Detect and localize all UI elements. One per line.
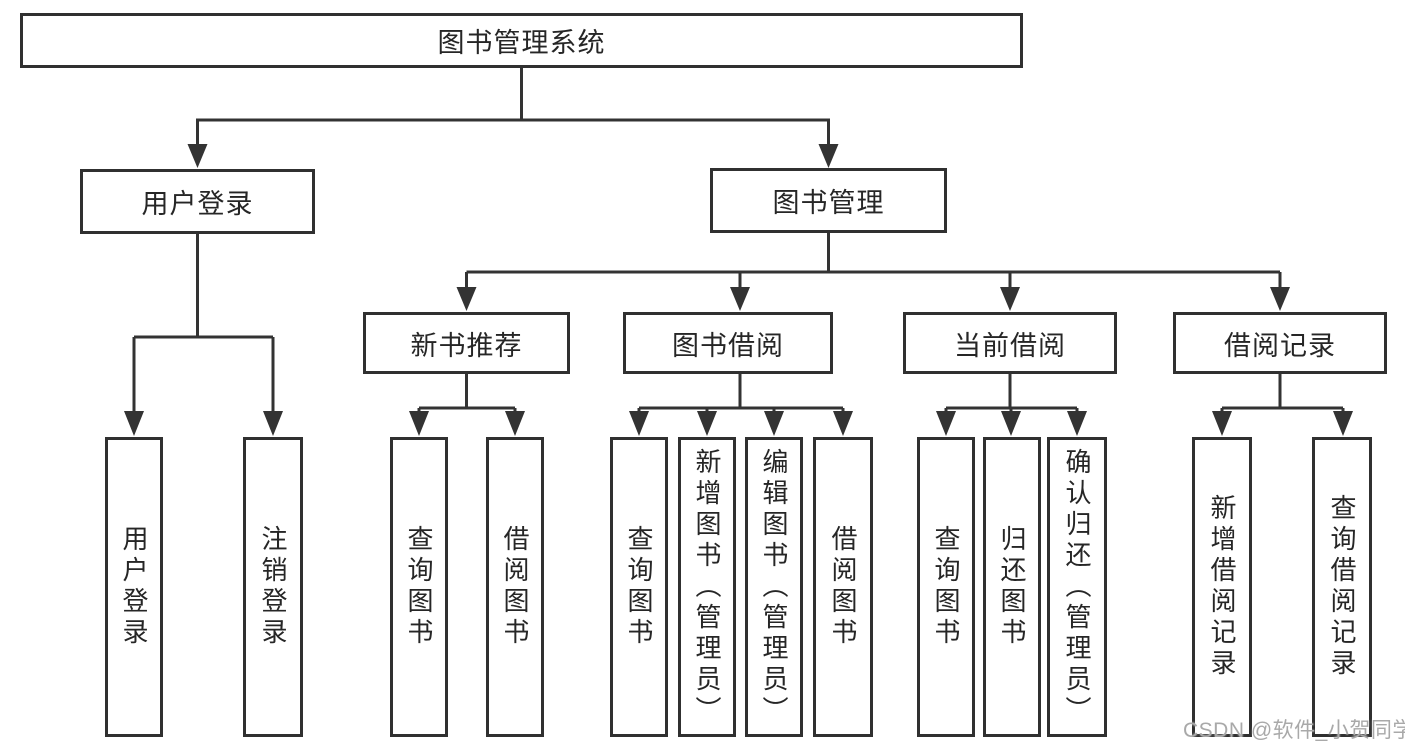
edges-user-login-branch bbox=[124, 234, 283, 436]
leaf-add-borrow-record: 新增借阅记录 bbox=[1192, 437, 1252, 737]
node-book-borrow: 图书借阅 bbox=[623, 312, 833, 374]
node-label: 用户登录 bbox=[119, 525, 149, 649]
node-label: 借阅图书 bbox=[828, 525, 858, 649]
leaf-borrow-book-2: 借阅图书 bbox=[813, 437, 873, 737]
node-label: 新增借阅记录 bbox=[1207, 494, 1237, 680]
leaf-confirm-return: 确认归还（管理员） bbox=[1047, 437, 1107, 737]
edges-new-book-rec-branch bbox=[409, 374, 525, 436]
node-label: 查询图书 bbox=[404, 525, 434, 649]
node-root: 图书管理系统 bbox=[20, 13, 1023, 68]
edges-borrow-record-branch bbox=[1212, 374, 1353, 436]
node-user-login: 用户登录 bbox=[80, 169, 315, 234]
node-label: 新书推荐 bbox=[410, 330, 523, 361]
edges-root-to-level2 bbox=[187, 68, 839, 168]
node-book-mgmt: 图书管理 bbox=[710, 168, 947, 233]
node-label: 借阅记录 bbox=[1224, 330, 1336, 361]
node-label: 图书管理系统 bbox=[437, 28, 606, 58]
node-new-book-rec: 新书推荐 bbox=[363, 312, 570, 374]
edges-book-mgmt-branch bbox=[456, 233, 1290, 311]
leaf-query-book-1: 查询图书 bbox=[390, 437, 448, 737]
node-label: 查询借阅记录 bbox=[1327, 494, 1357, 680]
leaf-edit-book: 编辑图书（管理员） bbox=[745, 437, 803, 737]
node-label: 查询图书 bbox=[931, 525, 961, 649]
leaf-logout: 注销登录 bbox=[243, 437, 303, 737]
node-label: 编辑图书（管理员） bbox=[759, 447, 789, 727]
node-label: 新增图书（管理员） bbox=[692, 447, 722, 727]
node-label: 图书借阅 bbox=[672, 330, 784, 361]
node-label: 图书管理 bbox=[772, 188, 885, 218]
node-label: 确认归还（管理员） bbox=[1062, 447, 1092, 727]
node-current-borrow: 当前借阅 bbox=[903, 312, 1117, 374]
leaf-add-book: 新增图书（管理员） bbox=[678, 437, 736, 737]
node-label: 用户登录 bbox=[141, 189, 254, 219]
node-borrow-record: 借阅记录 bbox=[1173, 312, 1387, 374]
leaf-return-book: 归还图书 bbox=[983, 437, 1041, 737]
leaf-borrow-book-1: 借阅图书 bbox=[486, 437, 544, 737]
leaf-user-login: 用户登录 bbox=[105, 437, 163, 737]
node-label: 查询图书 bbox=[624, 525, 654, 649]
node-label: 当前借阅 bbox=[954, 330, 1066, 361]
edges-current-borrow-branch bbox=[936, 374, 1087, 436]
edges-book-borrow-branch bbox=[629, 373, 853, 436]
node-label: 注销登录 bbox=[258, 525, 288, 649]
node-label: 归还图书 bbox=[997, 525, 1027, 649]
leaf-query-book-2: 查询图书 bbox=[610, 437, 668, 737]
leaf-query-book-3: 查询图书 bbox=[917, 437, 975, 737]
csdn-watermark: CSDN @软件_小贺同学 bbox=[1183, 719, 1405, 742]
node-label: 借阅图书 bbox=[500, 525, 530, 649]
leaf-query-borrow-record: 查询借阅记录 bbox=[1312, 437, 1372, 737]
